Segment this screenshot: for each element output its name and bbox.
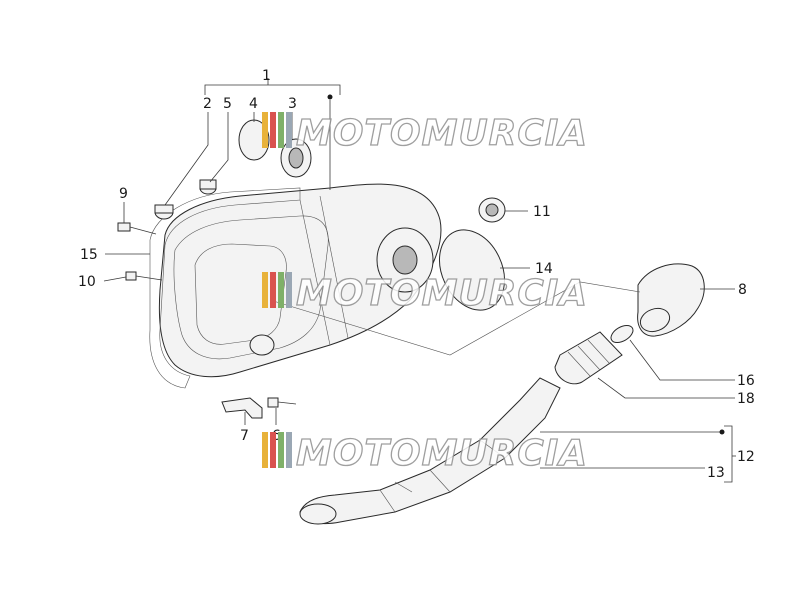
watermark-middle: MOTOMURCIA — [262, 272, 588, 315]
watermark-bottom: MOTOMURCIA — [262, 432, 588, 475]
intake-duct-mouth — [299, 503, 337, 525]
watermark-stripe — [286, 112, 292, 148]
watermark-stripe — [262, 112, 268, 148]
cover-inner-rim — [173, 215, 329, 360]
callout-5: 5 — [223, 96, 232, 112]
bracket-part-12 — [724, 425, 733, 483]
callout-8: 8 — [738, 282, 747, 298]
callout-16: 16 — [737, 373, 755, 389]
watermark-stripe — [262, 432, 268, 468]
watermark-stripe — [270, 112, 276, 148]
bushing-part-5-body — [199, 179, 217, 190]
cover-center-bore — [392, 245, 418, 275]
callout-18: 18 — [737, 391, 755, 407]
cover-boss — [249, 334, 275, 356]
watermark-stripe — [286, 272, 292, 308]
callout-4: 4 — [249, 96, 258, 112]
callout-9: 9 — [119, 186, 128, 202]
callout-1: 1 — [262, 68, 271, 84]
callout-labels: 1 2 3 4 5 6 7 8 9 10 11 12 13 14 15 16 1… — [78, 68, 755, 481]
callout-13: 13 — [707, 465, 725, 481]
callout-15: 15 — [80, 247, 98, 263]
cover-rib-1 — [299, 199, 331, 346]
watermark-stripe — [286, 432, 292, 468]
watermark-stripe — [270, 272, 276, 308]
plug-part-11 — [478, 197, 506, 223]
callout-2: 2 — [203, 96, 212, 112]
watermark-stripe — [278, 112, 284, 148]
cover-belt-opening — [194, 243, 287, 345]
callout-3: 3 — [288, 96, 297, 112]
watermark-stripe — [270, 432, 276, 468]
watermark-text: MOTOMURCIA — [296, 273, 588, 314]
leader-lines — [103, 78, 736, 483]
bushing-part-2-body — [154, 204, 174, 214]
watermark-stripe — [262, 272, 268, 308]
screw-part-10 — [125, 271, 163, 281]
assembly-dot-12 — [719, 429, 725, 435]
seal-part-3-inner — [288, 147, 304, 169]
callout-12: 12 — [737, 449, 755, 465]
callout-10: 10 — [78, 274, 96, 290]
callout-7: 7 — [240, 428, 249, 444]
assembly-dot-1 — [327, 94, 333, 100]
callout-6: 6 — [272, 428, 281, 444]
bracket-part-1 — [204, 84, 341, 95]
bracket-part-7 — [221, 397, 263, 419]
screw-part-6 — [267, 397, 297, 408]
intake-housing-opening — [639, 307, 671, 333]
cover-rib-2 — [319, 195, 349, 339]
cap-part-14 — [439, 229, 505, 311]
clamp-part-16 — [610, 324, 634, 344]
watermark-text: MOTOMURCIA — [296, 113, 588, 154]
watermark-text: MOTOMURCIA — [296, 433, 588, 474]
watermark-stripe — [278, 272, 284, 308]
intake-duct-detail — [379, 439, 506, 513]
sleeve-ribs — [567, 339, 611, 377]
callout-11: 11 — [533, 204, 551, 220]
parts-drawing — [117, 119, 705, 525]
screw-part-9 — [117, 222, 157, 235]
cover-gasket — [149, 187, 301, 389]
watermark-stripe — [278, 432, 284, 468]
callout-14: 14 — [535, 261, 553, 277]
watermark-top: MOTOMURCIA — [262, 112, 588, 155]
